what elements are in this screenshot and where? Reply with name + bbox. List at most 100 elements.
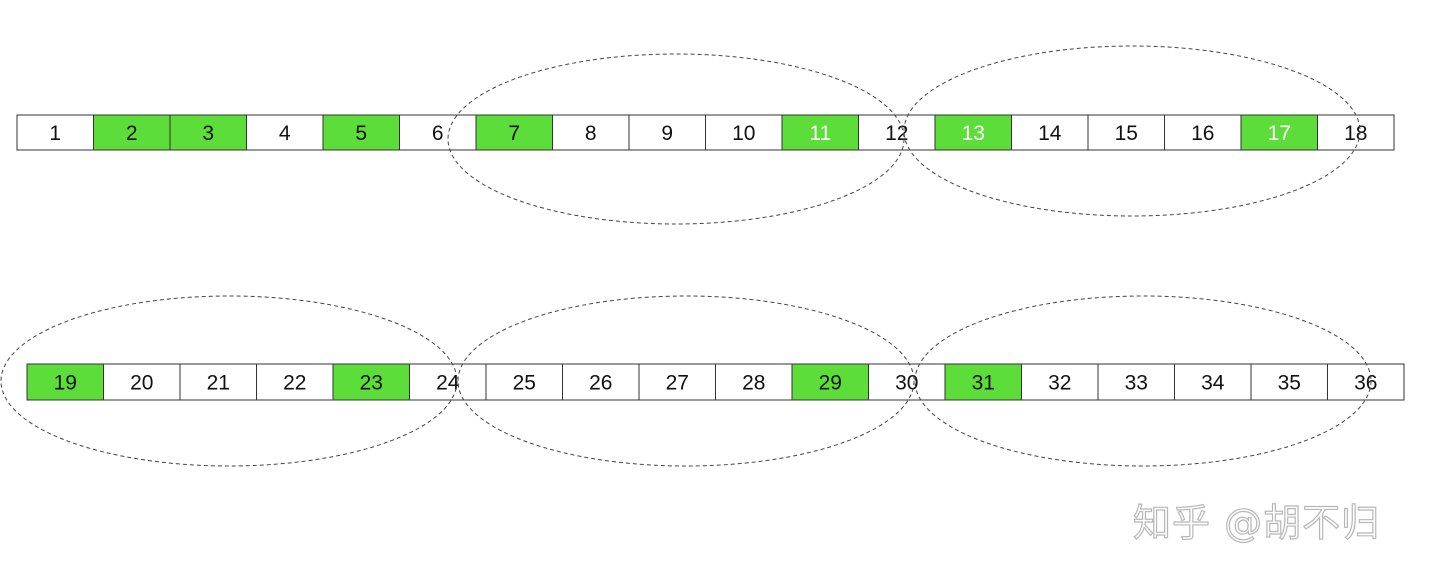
cell-number-label: 27 <box>666 372 689 395</box>
group-ellipses <box>0 45 1372 467</box>
number-cell: 28 <box>715 363 793 401</box>
cell-box <box>1317 114 1395 151</box>
cell-number-label: 1 <box>49 122 61 145</box>
number-cell: 31 <box>944 363 1022 401</box>
number-cell: 16 <box>1164 114 1242 151</box>
cell-box <box>1250 363 1328 401</box>
cell-box <box>1174 363 1252 401</box>
number-cell: 34 <box>1174 363 1252 401</box>
cell-number-label: 33 <box>1125 372 1148 395</box>
cell-number-label: 34 <box>1201 372 1225 395</box>
number-cell: 25 <box>485 363 563 401</box>
cell-box <box>552 114 630 151</box>
number-cell: 27 <box>638 363 716 401</box>
cell-number-label: 30 <box>895 372 918 395</box>
cell-number-label: 5 <box>355 122 367 145</box>
cell-number-label: 10 <box>732 122 755 145</box>
cell-number-label: 23 <box>360 372 383 395</box>
number-cell: 2 <box>93 114 171 151</box>
cell-number-label: 29 <box>819 372 842 395</box>
cell-box <box>485 363 563 401</box>
cell-box-highlighted <box>944 363 1022 401</box>
number-cell: 14 <box>1011 114 1089 151</box>
cell-box-highlighted <box>169 114 247 151</box>
number-cell: 8 <box>552 114 630 151</box>
cell-box <box>705 114 783 151</box>
number-cell: 3 <box>169 114 247 151</box>
number-cell: 36 <box>1327 363 1405 401</box>
cell-box <box>1011 114 1089 151</box>
cell-number-label: 17 <box>1268 122 1291 145</box>
cell-box <box>16 114 94 151</box>
cell-box-highlighted <box>1240 114 1318 151</box>
cell-number-label: 4 <box>279 122 291 145</box>
cell-number-label: 16 <box>1191 122 1214 145</box>
number-cell: 30 <box>868 363 946 401</box>
number-cell: 20 <box>103 363 181 401</box>
cell-box <box>715 363 793 401</box>
cell-number-label: 6 <box>432 122 444 145</box>
cell-number-label: 11 <box>809 122 831 145</box>
cell-box <box>399 114 477 151</box>
group-ellipse-row2-a <box>0 295 458 467</box>
number-cell: 26 <box>562 363 640 401</box>
cell-number-label: 14 <box>1038 122 1062 145</box>
cell-box <box>638 363 716 401</box>
cell-box-highlighted <box>934 114 1012 151</box>
number-cell: 4 <box>246 114 324 151</box>
number-cell: 11 <box>781 114 859 151</box>
cell-number-label: 28 <box>742 372 765 395</box>
cell-number-label: 18 <box>1344 122 1367 145</box>
cell-number-label: 3 <box>202 122 214 145</box>
cell-number-label: 25 <box>513 372 536 395</box>
cell-number-label: 7 <box>508 122 520 145</box>
cell-box-highlighted <box>475 114 553 151</box>
cell-box-highlighted <box>26 363 104 401</box>
cell-number-label: 22 <box>283 372 306 395</box>
cell-number-label: 24 <box>436 372 460 395</box>
cell-box-highlighted <box>93 114 171 151</box>
number-row-2: 19 20 21 22 23 24 25 26 27 28 29 30 31 32 33 34 35 36 <box>26 363 1405 401</box>
number-cell: 15 <box>1087 114 1165 151</box>
number-cell: 7 <box>475 114 553 151</box>
number-cell: 5 <box>322 114 400 151</box>
number-cell: 23 <box>332 363 410 401</box>
cell-number-label: 21 <box>207 372 230 395</box>
group-ellipse-row1-b <box>903 45 1361 217</box>
number-cell: 12 <box>858 114 936 151</box>
number-cell: 18 <box>1317 114 1395 151</box>
cell-number-label: 31 <box>972 372 995 395</box>
cell-number-label: 20 <box>130 372 153 395</box>
number-cell: 1 <box>16 114 94 151</box>
cell-box <box>858 114 936 151</box>
group-ellipse-row2-c <box>914 295 1372 467</box>
cell-box <box>1164 114 1242 151</box>
number-cell: 29 <box>791 363 869 401</box>
number-cell: 22 <box>256 363 334 401</box>
number-cell: 19 <box>26 363 104 401</box>
number-cell: 21 <box>179 363 257 401</box>
group-ellipse-row1-a <box>447 53 905 225</box>
number-cell: 17 <box>1240 114 1318 151</box>
group-ellipse-row2-b <box>457 295 915 467</box>
cell-number-label: 26 <box>589 372 612 395</box>
cell-number-label: 8 <box>585 122 597 145</box>
cell-box <box>103 363 181 401</box>
number-cell: 33 <box>1097 363 1175 401</box>
cell-number-label: 32 <box>1048 372 1071 395</box>
cell-box <box>179 363 257 401</box>
cell-number-label: 12 <box>885 122 908 145</box>
number-cell: 10 <box>705 114 783 151</box>
number-cell: 13 <box>934 114 1012 151</box>
number-cell: 9 <box>628 114 706 151</box>
cell-box <box>1327 363 1405 401</box>
cell-number-label: 9 <box>661 122 673 145</box>
number-cell: 35 <box>1250 363 1328 401</box>
cell-box-highlighted <box>791 363 869 401</box>
cell-number-label: 13 <box>962 122 985 145</box>
number-cell: 32 <box>1021 363 1099 401</box>
number-cell: 24 <box>409 363 487 401</box>
cell-number-label: 36 <box>1354 372 1377 395</box>
cell-number-label: 2 <box>126 122 138 145</box>
